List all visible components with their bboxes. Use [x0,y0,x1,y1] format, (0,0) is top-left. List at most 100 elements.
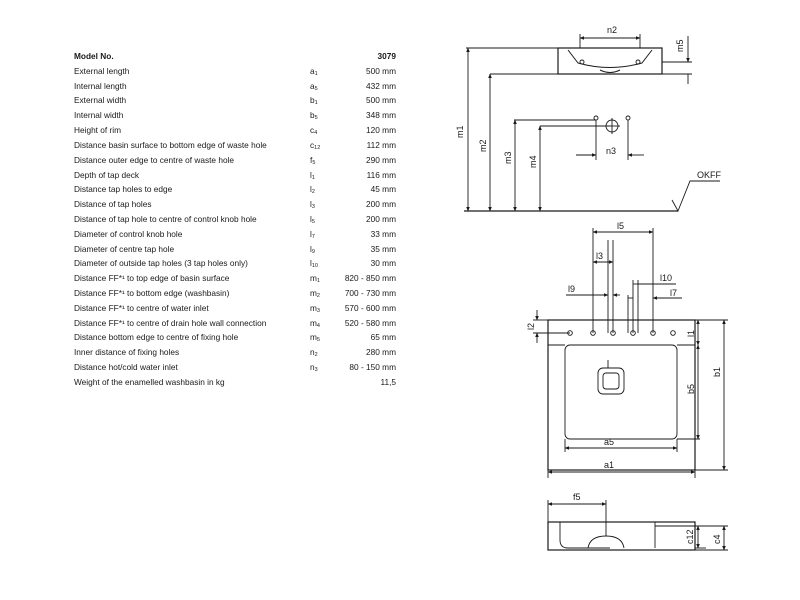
row-symbol: m2 [310,286,320,304]
row-value: 116 mm [366,169,396,180]
header-label: Model No. [74,51,114,61]
row-symbol: l7 [310,227,315,245]
row-value: 500 mm [366,65,396,76]
row-label: External width [74,95,127,106]
symbol-letter: b [310,110,315,121]
label-b1: b1 [712,367,722,377]
row-label: Distance FF*¹ to centre of water inlet [74,302,209,313]
table-row: Diameter of outside tap holes (3 tap hol… [74,256,396,271]
label-m5: m5 [675,39,685,52]
label-m2: m2 [478,139,488,152]
symbol-letter: b [310,95,315,106]
row-label: Distance bottom edge to centre of fixing… [74,332,239,343]
row-label: External length [74,65,130,76]
label-b5: b5 [686,384,696,394]
row-value: 432 mm [366,80,396,91]
symbol-index: 3 [311,204,315,211]
symbol-letter: m [310,332,317,343]
row-label: Distance FF*¹ to top edge of basin surfa… [74,273,230,284]
symbol-letter: l [310,213,312,224]
row-symbol: n2 [310,345,318,363]
row-symbol: b5 [310,108,318,126]
table-row: Distance tap holes to edge l2 45 mm [74,182,396,197]
row-value: 45 mm [370,184,396,195]
symbol-letter: l [310,258,312,269]
row-symbol: c12 [310,138,320,156]
symbol-letter: n [310,347,315,358]
table-row: Weight of the enamelled washbasin in kg 1… [74,375,396,390]
row-symbol: l5 [310,212,315,230]
symbol-letter: m [310,302,317,313]
symbol-letter: c [310,139,315,150]
symbol-index: 5 [314,115,318,122]
row-value: 35 mm [370,243,396,254]
symbol-index: 9 [311,248,315,255]
table-row: Distance of tap hole to centre of contro… [74,212,396,227]
symbol-letter: n [310,362,315,373]
row-symbol: n3 [310,360,318,378]
label-l10: l10 [660,273,672,283]
label-okff: OKFF [697,170,722,180]
row-symbol: f5 [310,153,315,171]
row-label: Distance outer edge to centre of waste h… [74,154,235,165]
label-l2: l2 [526,323,536,330]
symbol-letter: m [310,317,317,328]
symbol-index: 2 [314,352,318,359]
row-value: 30 mm [370,258,396,269]
symbol-letter: l [310,199,312,210]
row-value: 820 - 850 mm [344,273,396,284]
row-label: Distance tap holes to edge [74,184,173,195]
symbol-index: 1 [316,278,320,285]
table-row: Distance bottom edge to centre of fixing… [74,330,396,345]
table-row: Distance basin surface to bottom edge of… [74,138,396,153]
row-symbol: l3 [310,197,315,215]
table-row: Distance outer edge to centre of waste h… [74,153,396,168]
table-row: Diameter of centre tap hole l9 35 mm [74,242,396,257]
symbol-index: 1 [311,174,315,181]
table-row: Distance FF*¹ to centre of water inlet m3… [74,301,396,316]
symbol-index: 2 [316,293,320,299]
symbol-letter: m [310,288,317,298]
side-view [547,500,728,551]
row-value: 11,5 [380,376,396,387]
symbol-letter: l [310,184,312,195]
label-f5: f5 [573,492,581,502]
row-symbol: c4 [310,123,317,141]
symbol-index: 3 [316,307,320,314]
row-symbol: a5 [310,79,318,97]
row-symbol: l1 [310,168,315,186]
symbol-index: 5 [316,337,320,344]
symbol-index: 1 [314,100,318,107]
symbol-index: 7 [311,233,315,240]
front-view [464,34,720,213]
row-label: Diameter of centre tap hole [74,243,175,254]
symbol-letter: m [310,273,317,284]
label-a5: a5 [604,437,614,447]
row-label: Depth of tap deck [74,169,140,180]
row-label: Distance of tap holes [74,199,152,210]
row-label: Weight of the enamelled washbasin in kg [74,376,225,387]
row-value: 112 mm [366,139,396,150]
symbol-letter: a [310,65,315,76]
table-row: Depth of tap deck l1 116 mm [74,168,396,183]
plan-view [533,228,728,478]
symbol-letter: l [310,243,312,254]
row-label: Distance FF*¹ to bottom edge (washbasin) [74,288,230,298]
row-label: Distance of tap hole to centre of contro… [74,213,257,224]
symbol-index: 4 [314,130,318,137]
symbol-index: 2 [311,189,315,196]
label-n2: n2 [607,25,617,35]
table-row: Distance FF*¹ to top edge of basin surfa… [74,271,396,286]
row-symbol: m4 [310,316,320,334]
row-symbol: m1 [310,271,320,289]
